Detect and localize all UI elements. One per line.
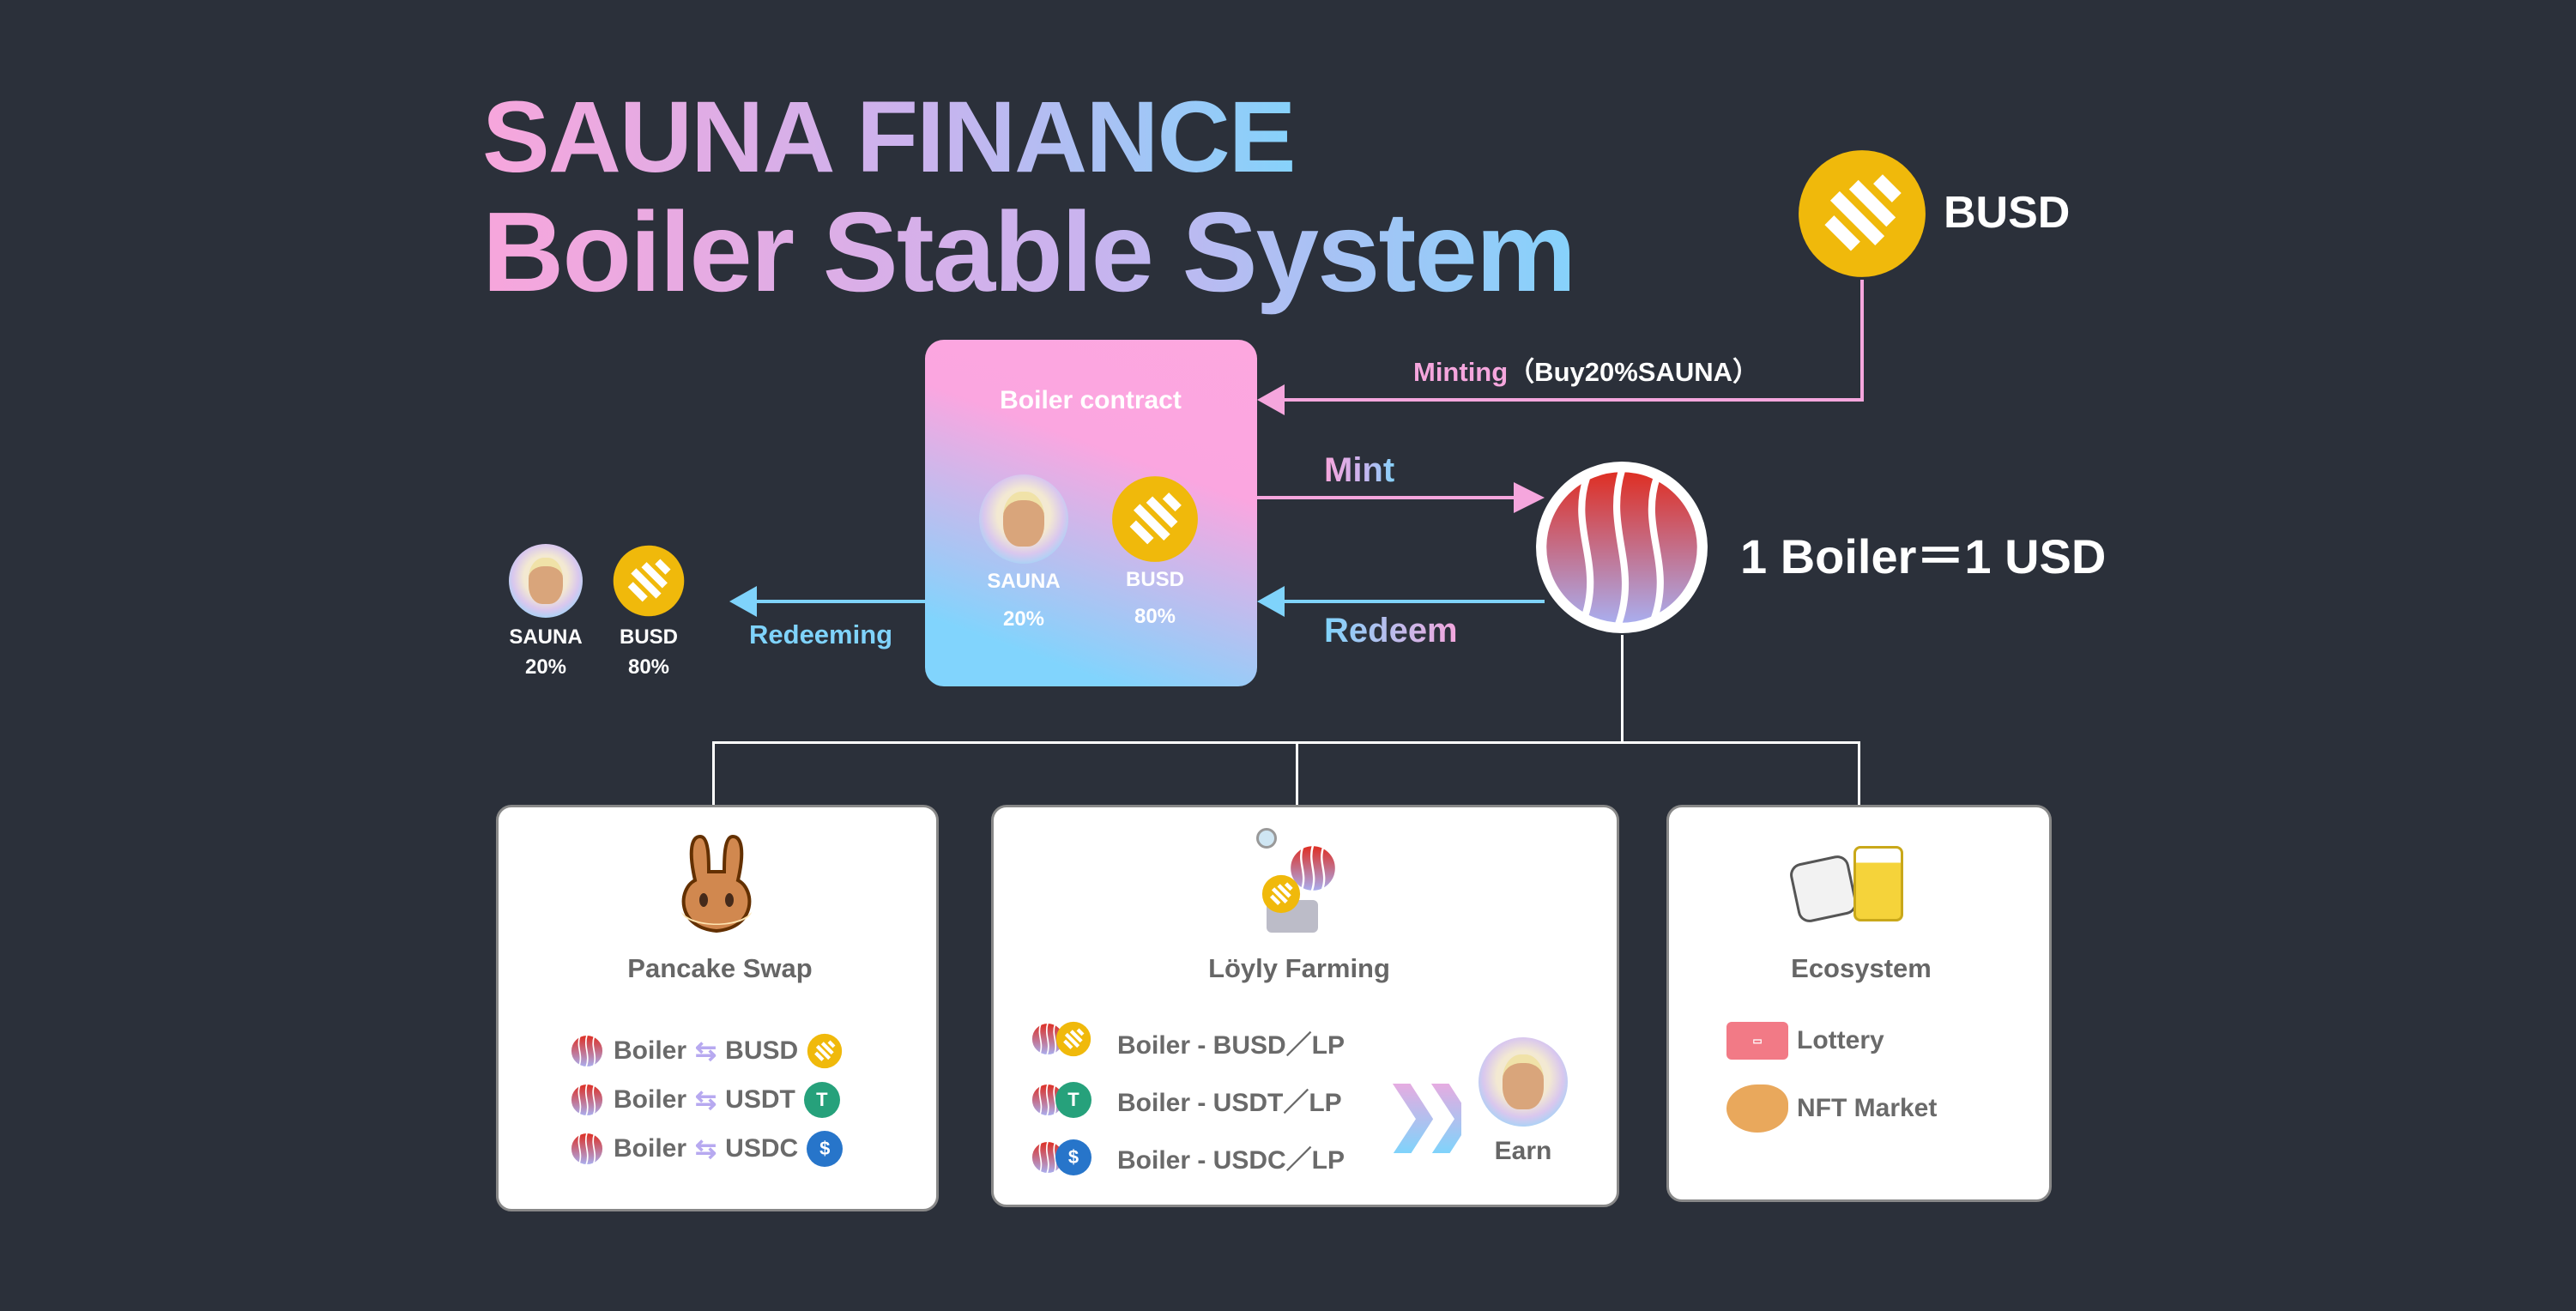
pair-token-b: BUSD: [725, 1036, 799, 1065]
usdc-coin-icon: $: [1055, 1139, 1091, 1175]
redeeming-line: [755, 600, 925, 603]
ecosystem-item-label: Lottery: [1797, 1026, 1884, 1054]
redeemed-token-name: SAUNA: [509, 625, 583, 649]
usdc-coin-icon: $: [807, 1131, 844, 1167]
pancake-bunny-icon: [681, 834, 752, 933]
sauna-avatar-icon: [979, 474, 1068, 564]
redeem-arrowhead: [1257, 586, 1285, 617]
pair-token-a: Boiler: [614, 1085, 687, 1114]
minting-arrowhead: [1257, 384, 1285, 415]
busd-coin-icon: [612, 544, 686, 618]
swap-arrows-icon: ⇆: [695, 1134, 717, 1163]
minting-line: [1283, 398, 1864, 402]
connector: [1621, 635, 1624, 744]
mint-label: Mint: [1324, 451, 1395, 489]
contract-token-pct: 80%: [1134, 605, 1176, 628]
ecosystem-title: Ecosystem: [1791, 953, 1932, 983]
title-line-2: Boiler Stable System: [482, 189, 1576, 315]
boiler-token-icon: [569, 1082, 605, 1118]
contract-title: Boiler contract: [1000, 386, 1182, 414]
beer-mug-icon: [1853, 846, 1903, 921]
connector: [1296, 741, 1298, 807]
lp-pair-label: Boiler - USDC／LP: [1117, 1146, 1345, 1175]
lp-pair-row[interactable]: T Boiler - USDT／LP: [1030, 1081, 1342, 1119]
ticket-icon: ▭: [1726, 1022, 1788, 1060]
pancake-title: Pancake Swap: [627, 953, 813, 983]
earn-label: Earn: [1494, 1137, 1552, 1165]
pair-token-b: USDC: [725, 1134, 799, 1163]
ecosystem-item-lottery[interactable]: ▭ Lottery: [1726, 1022, 1884, 1060]
loyly-sauna-illustration-icon: [1248, 823, 1359, 934]
lp-pair-row[interactable]: Boiler - BUSD／LP: [1030, 1021, 1345, 1064]
chevron-right-icon: ❯❯: [1384, 1075, 1480, 1151]
redeeming-label: Redeeming: [749, 619, 893, 649]
swap-pair-row[interactable]: Boiler ⇆ BUSD: [569, 1033, 843, 1069]
swap-arrows-icon: ⇆: [695, 1085, 717, 1115]
farming-title: Löyly Farming: [1208, 953, 1390, 983]
redeemed-token-name: BUSD: [619, 625, 679, 649]
palette-icon: [1726, 1084, 1788, 1133]
redeem-line: [1285, 600, 1545, 603]
minting-label: Minting: [1413, 357, 1509, 387]
contract-token-name: BUSD: [1125, 568, 1185, 591]
lp-pair-label: Boiler - USDT／LP: [1117, 1089, 1342, 1117]
sauna-avatar-icon: [509, 544, 583, 618]
swap-pair-row[interactable]: Boiler ⇆ USDC $: [569, 1131, 844, 1167]
usdt-coin-icon: T: [1055, 1082, 1091, 1118]
contract-token-pct: 20%: [1002, 607, 1045, 631]
swap-arrows-icon: ⇆: [695, 1036, 717, 1066]
connector: [1858, 741, 1860, 807]
redeemed-token-pct: 80%: [627, 656, 670, 679]
busd-coin-icon: [1796, 148, 1928, 280]
redeem-label: Redeem: [1324, 612, 1458, 649]
boiler-token-icon: [1534, 460, 1709, 635]
boiler-contract-box: Boiler contract SAUNA 20% BUSD 80%: [925, 340, 1257, 686]
ecosystem-item-label: NFT Market: [1797, 1094, 1938, 1122]
dice-icon: [1787, 853, 1859, 925]
minting-note: （Buy20%SAUNA）: [1508, 357, 1760, 387]
connector: [712, 741, 1860, 744]
mint-arrowhead: [1514, 482, 1545, 513]
usdt-coin-icon: T: [803, 1082, 840, 1118]
pair-token-a: Boiler: [614, 1036, 687, 1065]
pair-token-a: Boiler: [614, 1134, 687, 1163]
minting-text: Minting（Buy20%SAUNA）: [1413, 350, 1759, 389]
busd-label: BUSD: [1944, 188, 2071, 238]
boiler-token-icon: [569, 1131, 605, 1167]
sauna-avatar-icon: [1478, 1037, 1568, 1127]
ecosystem-item-nft-market[interactable]: NFT Market: [1726, 1084, 1937, 1133]
redeeming-arrowhead: [729, 586, 757, 617]
lp-pair-row[interactable]: $ Boiler - USDC／LP: [1030, 1139, 1345, 1176]
lp-pair-label: Boiler - BUSD／LP: [1117, 1031, 1345, 1060]
minting-line-vertical: [1860, 280, 1864, 402]
loyly-farming-card: Löyly Farming Boiler - BUSD／LP T Boiler - …: [991, 805, 1619, 1207]
pair-token-b: USDT: [725, 1085, 795, 1114]
boiler-token-icon: [569, 1033, 605, 1069]
mint-line: [1257, 496, 1515, 499]
busd-coin-icon: [1055, 1021, 1091, 1057]
busd-coin-icon: [1110, 474, 1200, 564]
swap-pair-row[interactable]: Boiler ⇆ USDT T: [569, 1082, 840, 1118]
redeemed-token-pct: 20%: [524, 656, 567, 679]
peg-label: 1 Boiler＝1 USD: [1740, 529, 2107, 583]
title-line-1: SAUNA FINANCE: [482, 81, 1296, 194]
ecosystem-card: Ecosystem ▭ Lottery NFT Market: [1666, 805, 2052, 1202]
busd-coin-icon: [807, 1033, 843, 1069]
connector: [712, 741, 715, 807]
contract-token-name: SAUNA: [987, 570, 1061, 593]
